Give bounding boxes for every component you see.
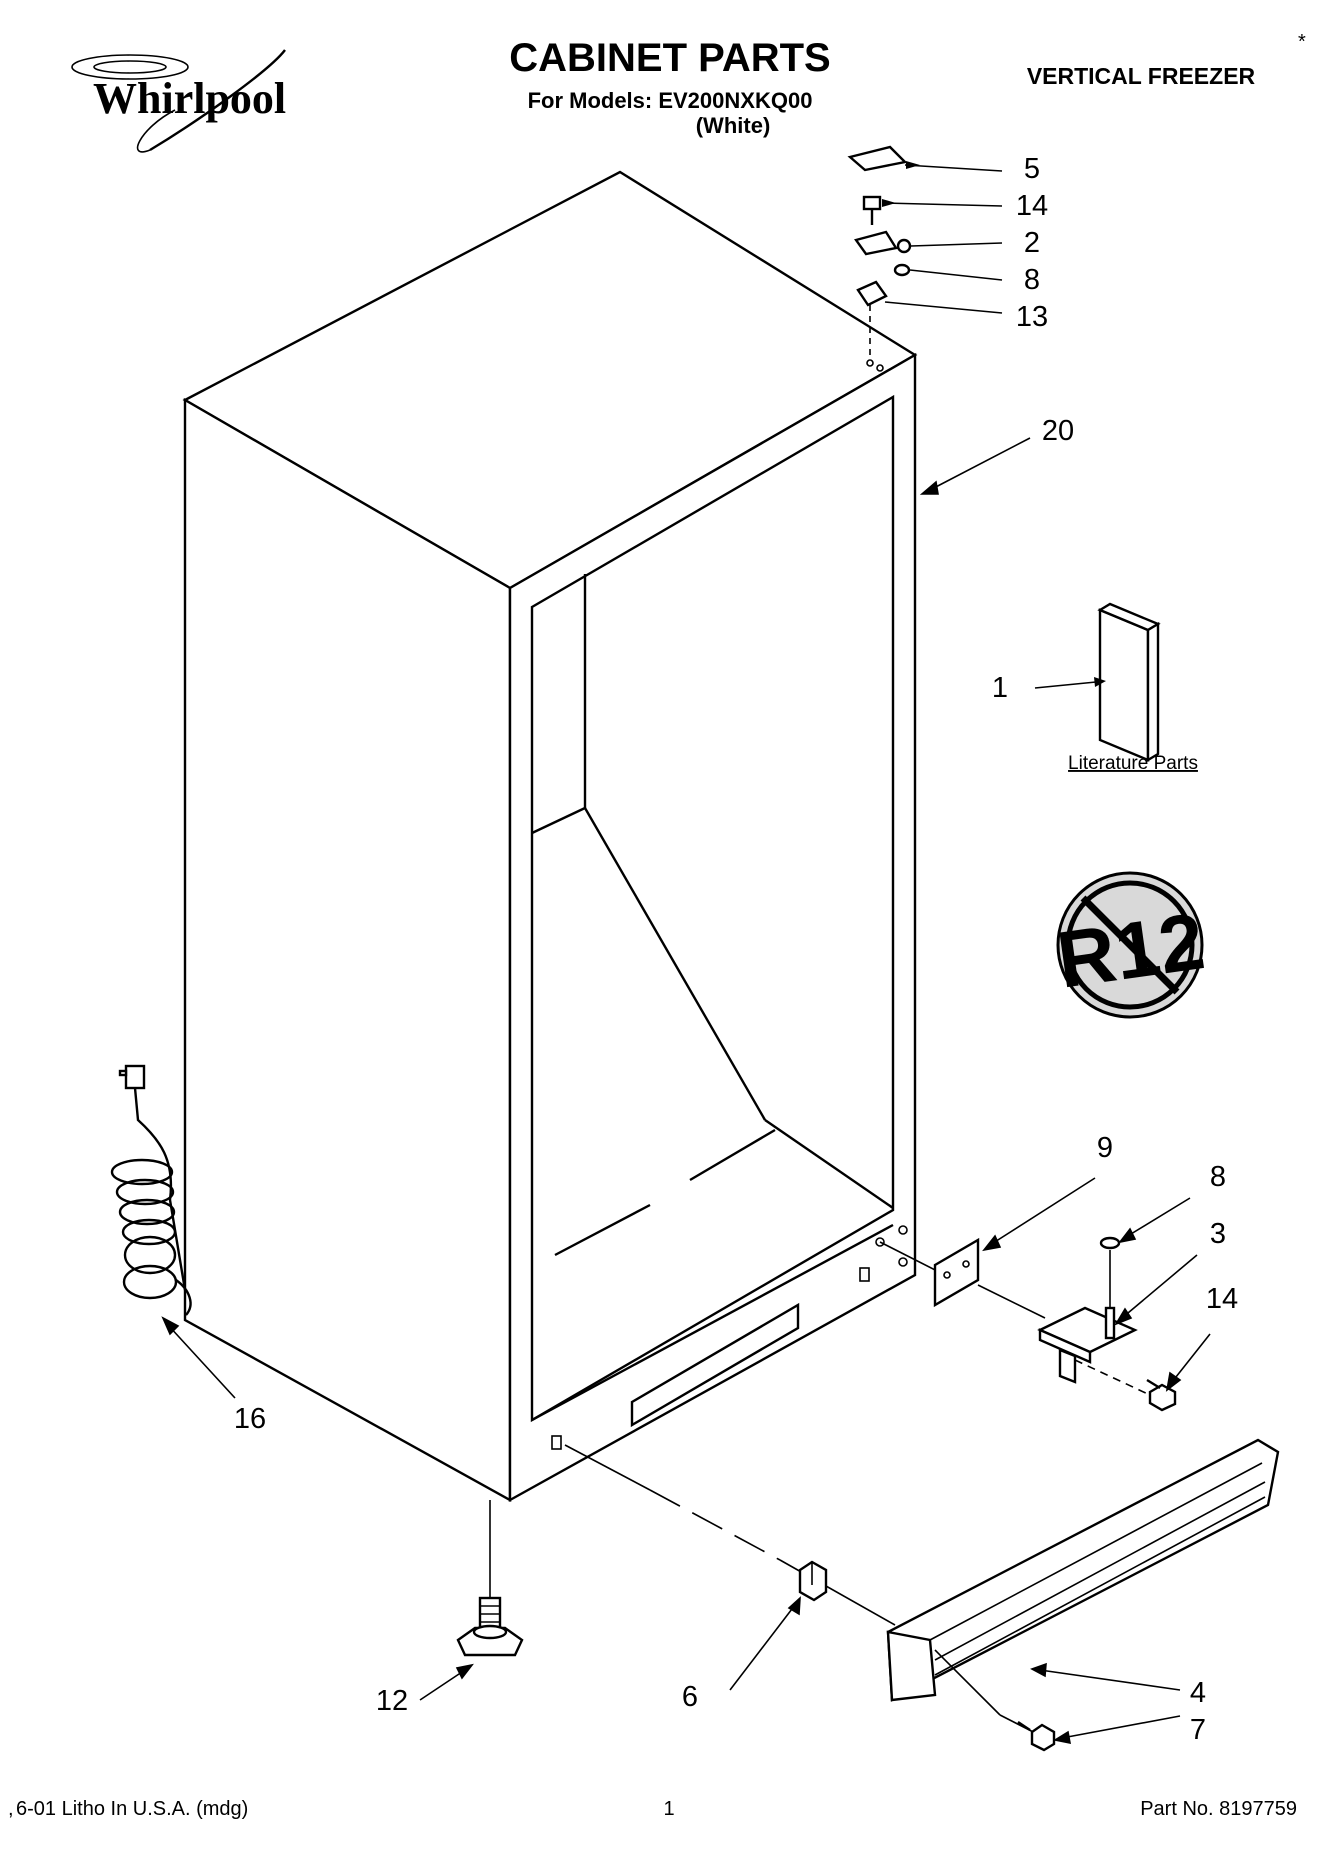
callout-14-top: 14 (1016, 190, 1048, 222)
corner-mark: * (1298, 31, 1306, 53)
hinge-shim (856, 280, 888, 307)
callout-16: 16 (234, 1403, 266, 1435)
grille-screw (1030, 1723, 1056, 1752)
callout-8-top: 8 (1024, 264, 1040, 296)
callout-12: 12 (376, 1685, 408, 1717)
callout-13: 13 (1016, 301, 1048, 333)
callout-2: 2 (1024, 227, 1040, 259)
category-label: VERTICAL FREEZER (1027, 63, 1256, 89)
callout-5: 5 (1024, 153, 1040, 185)
bottom-hinge-screw (1148, 1383, 1177, 1412)
callout-20: 20 (1042, 415, 1074, 447)
leader-lines (161, 437, 1211, 1745)
hinge-cover (847, 145, 908, 172)
footer-left-mark: , (8, 1798, 14, 1820)
callout-1: 1 (992, 672, 1008, 704)
callout-8-bottom: 8 (1210, 1161, 1226, 1193)
footer-litho: 6-01 Litho In U.S.A. (mdg) (16, 1798, 248, 1820)
whirlpool-logo: Whirlpool (71, 49, 286, 153)
callout-7: 7 (1190, 1714, 1206, 1746)
page-title: CABINET PARTS (509, 36, 830, 80)
leveling-leg (456, 1500, 524, 1657)
bottom-hinge-parts (879, 1236, 1177, 1412)
toe-grille-parts (564, 1438, 1280, 1752)
page-number: 1 (663, 1798, 674, 1820)
brand-logo-text: Whirlpool (93, 74, 286, 123)
literature-parts: Literature Parts (1034, 602, 1198, 774)
top-hinge (854, 230, 898, 256)
grille-clip (798, 1560, 828, 1602)
callout-3: 3 (1210, 1218, 1226, 1250)
color-line: (White) (696, 113, 771, 138)
cabinet (182, 170, 918, 1503)
hinge-screw (862, 195, 882, 211)
hinge-washer (893, 263, 911, 277)
top-hinge-parts (847, 145, 1003, 355)
bottom-hinge-washer (1099, 1236, 1121, 1250)
power-cord (110, 1064, 192, 1316)
part-number: Part No. 8197759 (1140, 1798, 1297, 1820)
models-line: For Models: EV200NXKQ00 (528, 88, 813, 113)
callout-4: 4 (1190, 1677, 1206, 1709)
bottom-hinge-shim (933, 1237, 980, 1308)
callout-6: 6 (682, 1681, 698, 1713)
callout-14-bottom: 14 (1206, 1283, 1238, 1315)
literature-label: Literature Parts (1068, 753, 1198, 774)
no-r12-badge: R12 (1052, 871, 1210, 1019)
callout-9: 9 (1097, 1132, 1113, 1164)
